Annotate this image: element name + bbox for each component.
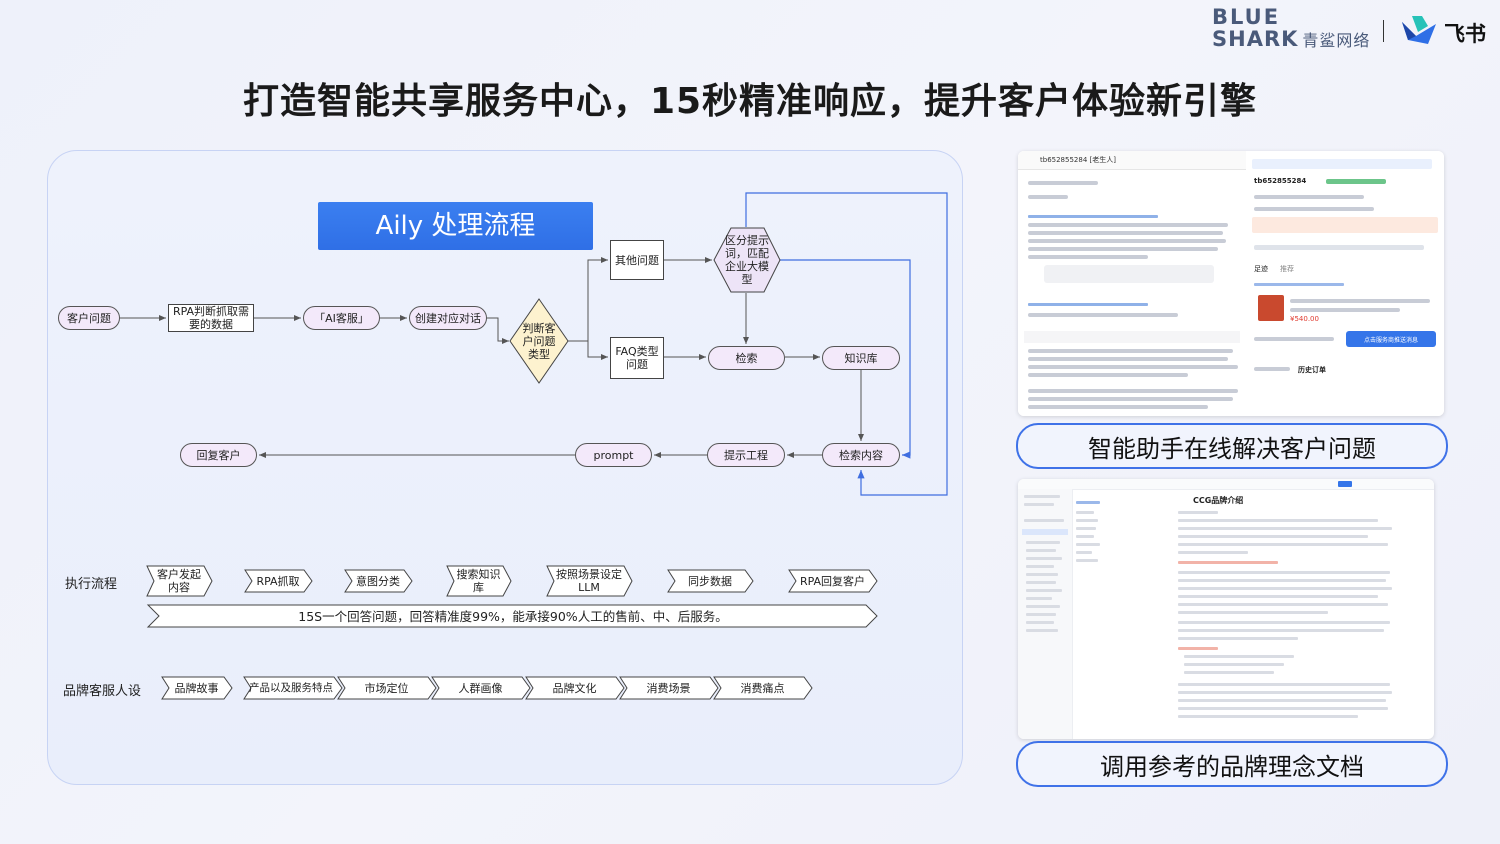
brand-chevron-5 <box>525 676 625 700</box>
chat-title: tb652855284 [老生人] <box>1040 156 1116 164</box>
brand-chevron-3 <box>337 676 437 700</box>
brand-row-label: 品牌客服人设 <box>63 684 142 699</box>
edge-loop-back <box>745 192 948 496</box>
product-thumbnail <box>1258 295 1284 321</box>
exec-step-2: RPA抓取 <box>256 574 300 588</box>
brand-line1: BLUE <box>1212 5 1281 29</box>
exec-chevron-1 <box>146 565 213 597</box>
node-create-dialog: 创建对应对话 <box>409 306 487 330</box>
brand-line2: SHARK <box>1212 27 1299 51</box>
node-retrieve: 检索 <box>708 346 785 370</box>
node-retrieved-content: 检索内容 <box>822 443 900 467</box>
brand-step-2: 产品以及服务特点 <box>249 681 333 694</box>
tab-recommend[interactable]: 推荐 <box>1280 265 1294 273</box>
brand-step-1: 品牌故事 <box>174 681 219 695</box>
node-prompt-engineering: 提示工程 <box>707 443 785 467</box>
edge-segment-content <box>780 259 911 459</box>
node-other-question: 其他问题 <box>610 240 664 280</box>
brand-step-4: 人群画像 <box>458 681 503 695</box>
node-prompt: prompt <box>575 443 652 467</box>
product-price: ¥540.00 <box>1290 315 1319 323</box>
exec-step-7: RPA回复客户 <box>799 574 866 588</box>
exec-chevron-4 <box>446 565 512 597</box>
caption-assistant: 智能助手在线解决客户问题 <box>1016 423 1448 469</box>
node-rpa-grab: RPA判断抓取需要的数据 <box>168 304 254 332</box>
exec-chevron-7 <box>788 569 878 593</box>
brand-chevron-4 <box>431 676 531 700</box>
customer-id: tb652855284 <box>1254 177 1307 185</box>
brand-doc-screenshot: CCG品牌介绍 <box>1018 479 1434 739</box>
exec-chevron-5 <box>546 565 633 597</box>
brand-chevron-2 <box>243 676 343 700</box>
brand-chevron-1 <box>161 676 233 700</box>
page-title: 打造智能共享服务中心，15秒精准响应，提升客户体验新引擎 <box>242 81 1258 122</box>
exec-step-4: 搜索知识库 <box>456 568 501 594</box>
node-segment-prompt: 区分提示词，匹配企业大模型 <box>725 234 769 286</box>
doc-title: CCG品牌介绍 <box>1193 496 1244 505</box>
feishu-text: 飞书 <box>1444 22 1486 46</box>
exec-step-1: 客户发起内容 <box>157 568 201 594</box>
exec-summary: 15S一个回答问题，回答精准度99%，能承接90%人工的售前、中、后服务。 <box>298 608 728 624</box>
segment-hex-shape <box>713 227 781 293</box>
exec-chevron-2 <box>244 569 313 593</box>
brand-step-6: 消费场景 <box>646 681 691 695</box>
exec-chevron-6 <box>667 569 754 593</box>
doc-sidebar <box>1018 489 1073 739</box>
brand-divider <box>1383 20 1384 42</box>
feishu-bird-icon <box>1402 16 1436 44</box>
node-customer-question: 客户问题 <box>58 306 120 330</box>
brand-step-5: 品牌文化 <box>552 681 597 695</box>
tab-footprint[interactable]: 足迹 <box>1254 265 1268 273</box>
brand-cn: 青鲨网络 <box>1302 31 1371 50</box>
exec-chevron-3 <box>344 569 413 593</box>
chat-pane: tb652855284 [老生人] <box>1018 151 1247 416</box>
brand-step-3: 市场定位 <box>364 681 409 695</box>
edge-dialog-judge <box>487 317 509 344</box>
judge-diamond-shape <box>509 298 569 384</box>
node-ai-service: 「AI客服」 <box>303 306 380 330</box>
customer-info-pane: tb652855284 足迹 推荐 ¥540.00 点击服务商推送消息 历史订单 <box>1246 151 1444 416</box>
exec-step-5: 按照场景设定LLM <box>556 568 622 594</box>
chat-assistant-screenshot: tb652855284 [老生人] tb652855284 足迹 推荐 <box>1018 151 1444 416</box>
node-judge-type: 判断客户问题类型 <box>522 321 556 361</box>
brand-step-7: 消费痛点 <box>740 681 785 695</box>
aily-flow-header: Aily 处理流程 <box>318 202 593 250</box>
push-message-button[interactable]: 点击服务商推送消息 <box>1346 331 1436 347</box>
node-reply-customer: 回复客户 <box>180 443 257 467</box>
doc-body <box>1178 511 1398 731</box>
edge-judge-faq <box>587 341 608 360</box>
brand-chevron-6 <box>619 676 719 700</box>
exec-step-6: 同步数据 <box>688 574 732 588</box>
exec-row-label: 执行流程 <box>65 577 118 592</box>
caption-brand-doc: 调用参考的品牌理念文档 <box>1016 741 1448 787</box>
node-faq-question: FAQ类型问题 <box>610 337 664 379</box>
exec-step-3: 意图分类 <box>356 574 400 588</box>
exec-summary-arrow <box>146 604 878 628</box>
node-knowledge-base: 知识库 <box>822 346 900 370</box>
edge-judge-other <box>568 257 608 342</box>
order-history-tab[interactable]: 历史订单 <box>1298 366 1326 374</box>
brand-chevron-7 <box>713 676 813 700</box>
